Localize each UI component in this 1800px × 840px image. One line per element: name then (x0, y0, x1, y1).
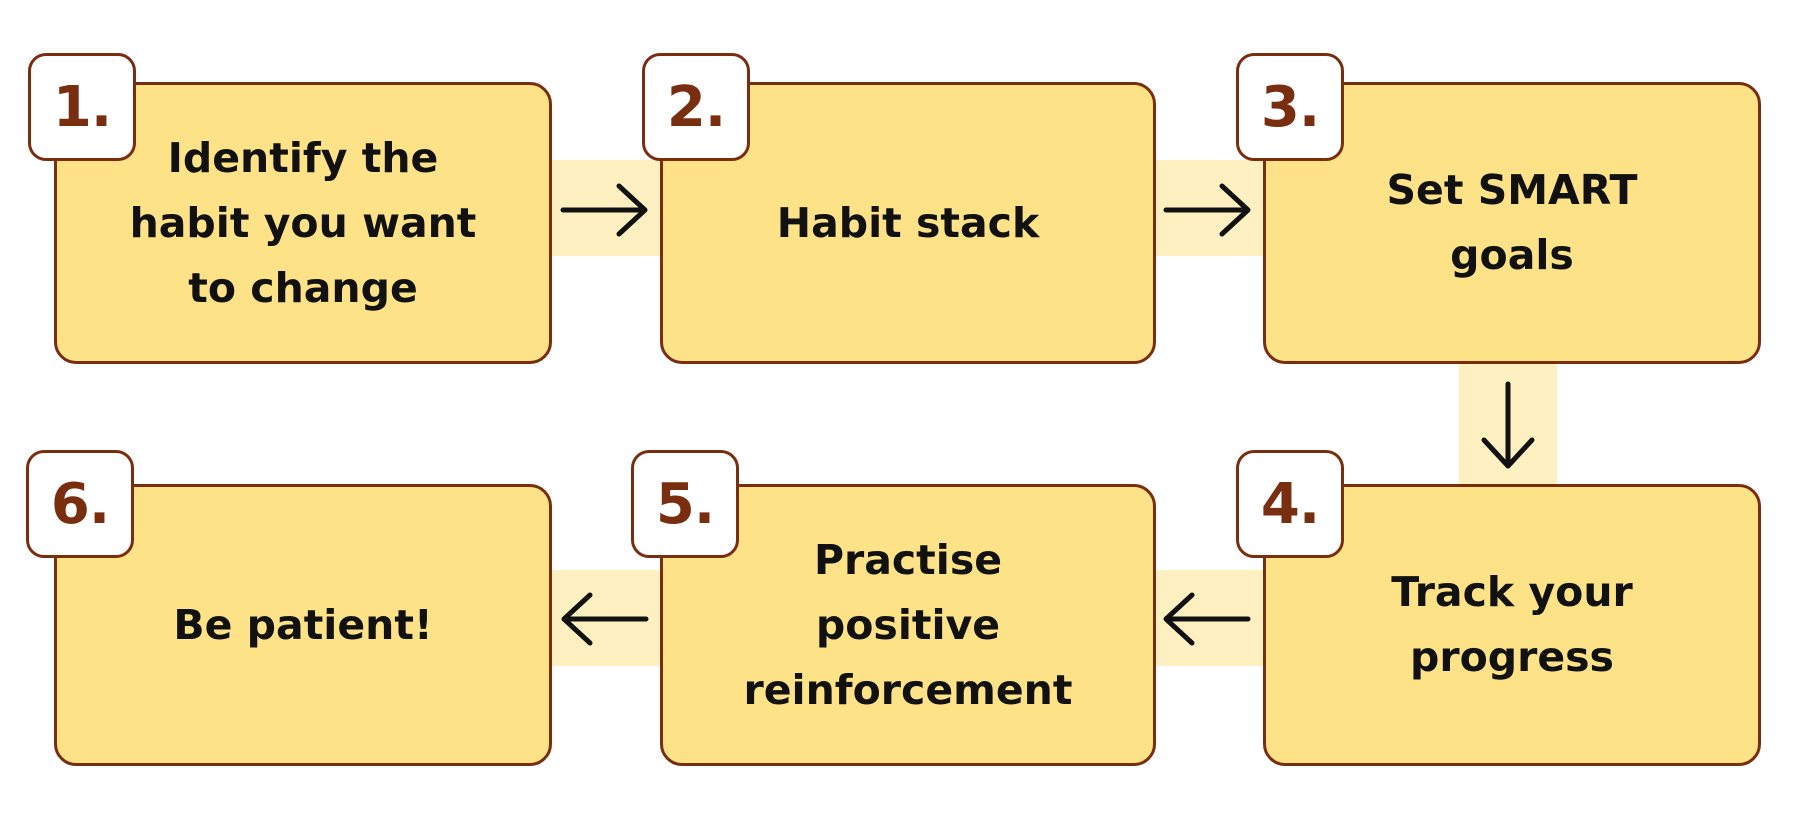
step-badge-4: 4. (1236, 450, 1344, 558)
step-number-2: 2. (666, 74, 726, 140)
arrow-left-icon (1163, 592, 1251, 646)
arrow-right-icon (1163, 183, 1251, 237)
step-number-6: 6. (50, 471, 110, 537)
step-badge-2: 2. (642, 53, 750, 161)
step-label-3: Set SMART goals (1386, 166, 1638, 279)
step-label-1: Identify the habit you want to change (129, 133, 477, 312)
step-number-3: 3. (1260, 74, 1320, 140)
step-number-5: 5. (655, 471, 715, 537)
step-box-4: Track your progress (1263, 484, 1761, 766)
step-badge-3: 3. (1236, 53, 1344, 161)
arrow-right-icon (560, 183, 648, 237)
step-box-3: Set SMART goals (1263, 82, 1761, 364)
step-box-6: Be patient! (54, 484, 552, 766)
step-badge-1: 1. (28, 53, 136, 161)
step-number-1: 1. (52, 74, 112, 140)
step-label-4: Track your progress (1391, 568, 1633, 681)
step-box-5: Practise positive reinforcement (660, 484, 1156, 766)
step-badge-6: 6. (26, 450, 134, 558)
step-number-4: 4. (1260, 471, 1320, 537)
step-box-1: Identify the habit you want to change (54, 82, 552, 364)
step-label-6: Be patient! (173, 600, 433, 649)
step-label-5: Practise positive reinforcement (743, 535, 1073, 714)
arrow-down-icon (1481, 381, 1535, 469)
step-badge-5: 5. (631, 450, 739, 558)
arrow-left-icon (561, 592, 649, 646)
step-label-2: Habit stack (776, 198, 1040, 247)
